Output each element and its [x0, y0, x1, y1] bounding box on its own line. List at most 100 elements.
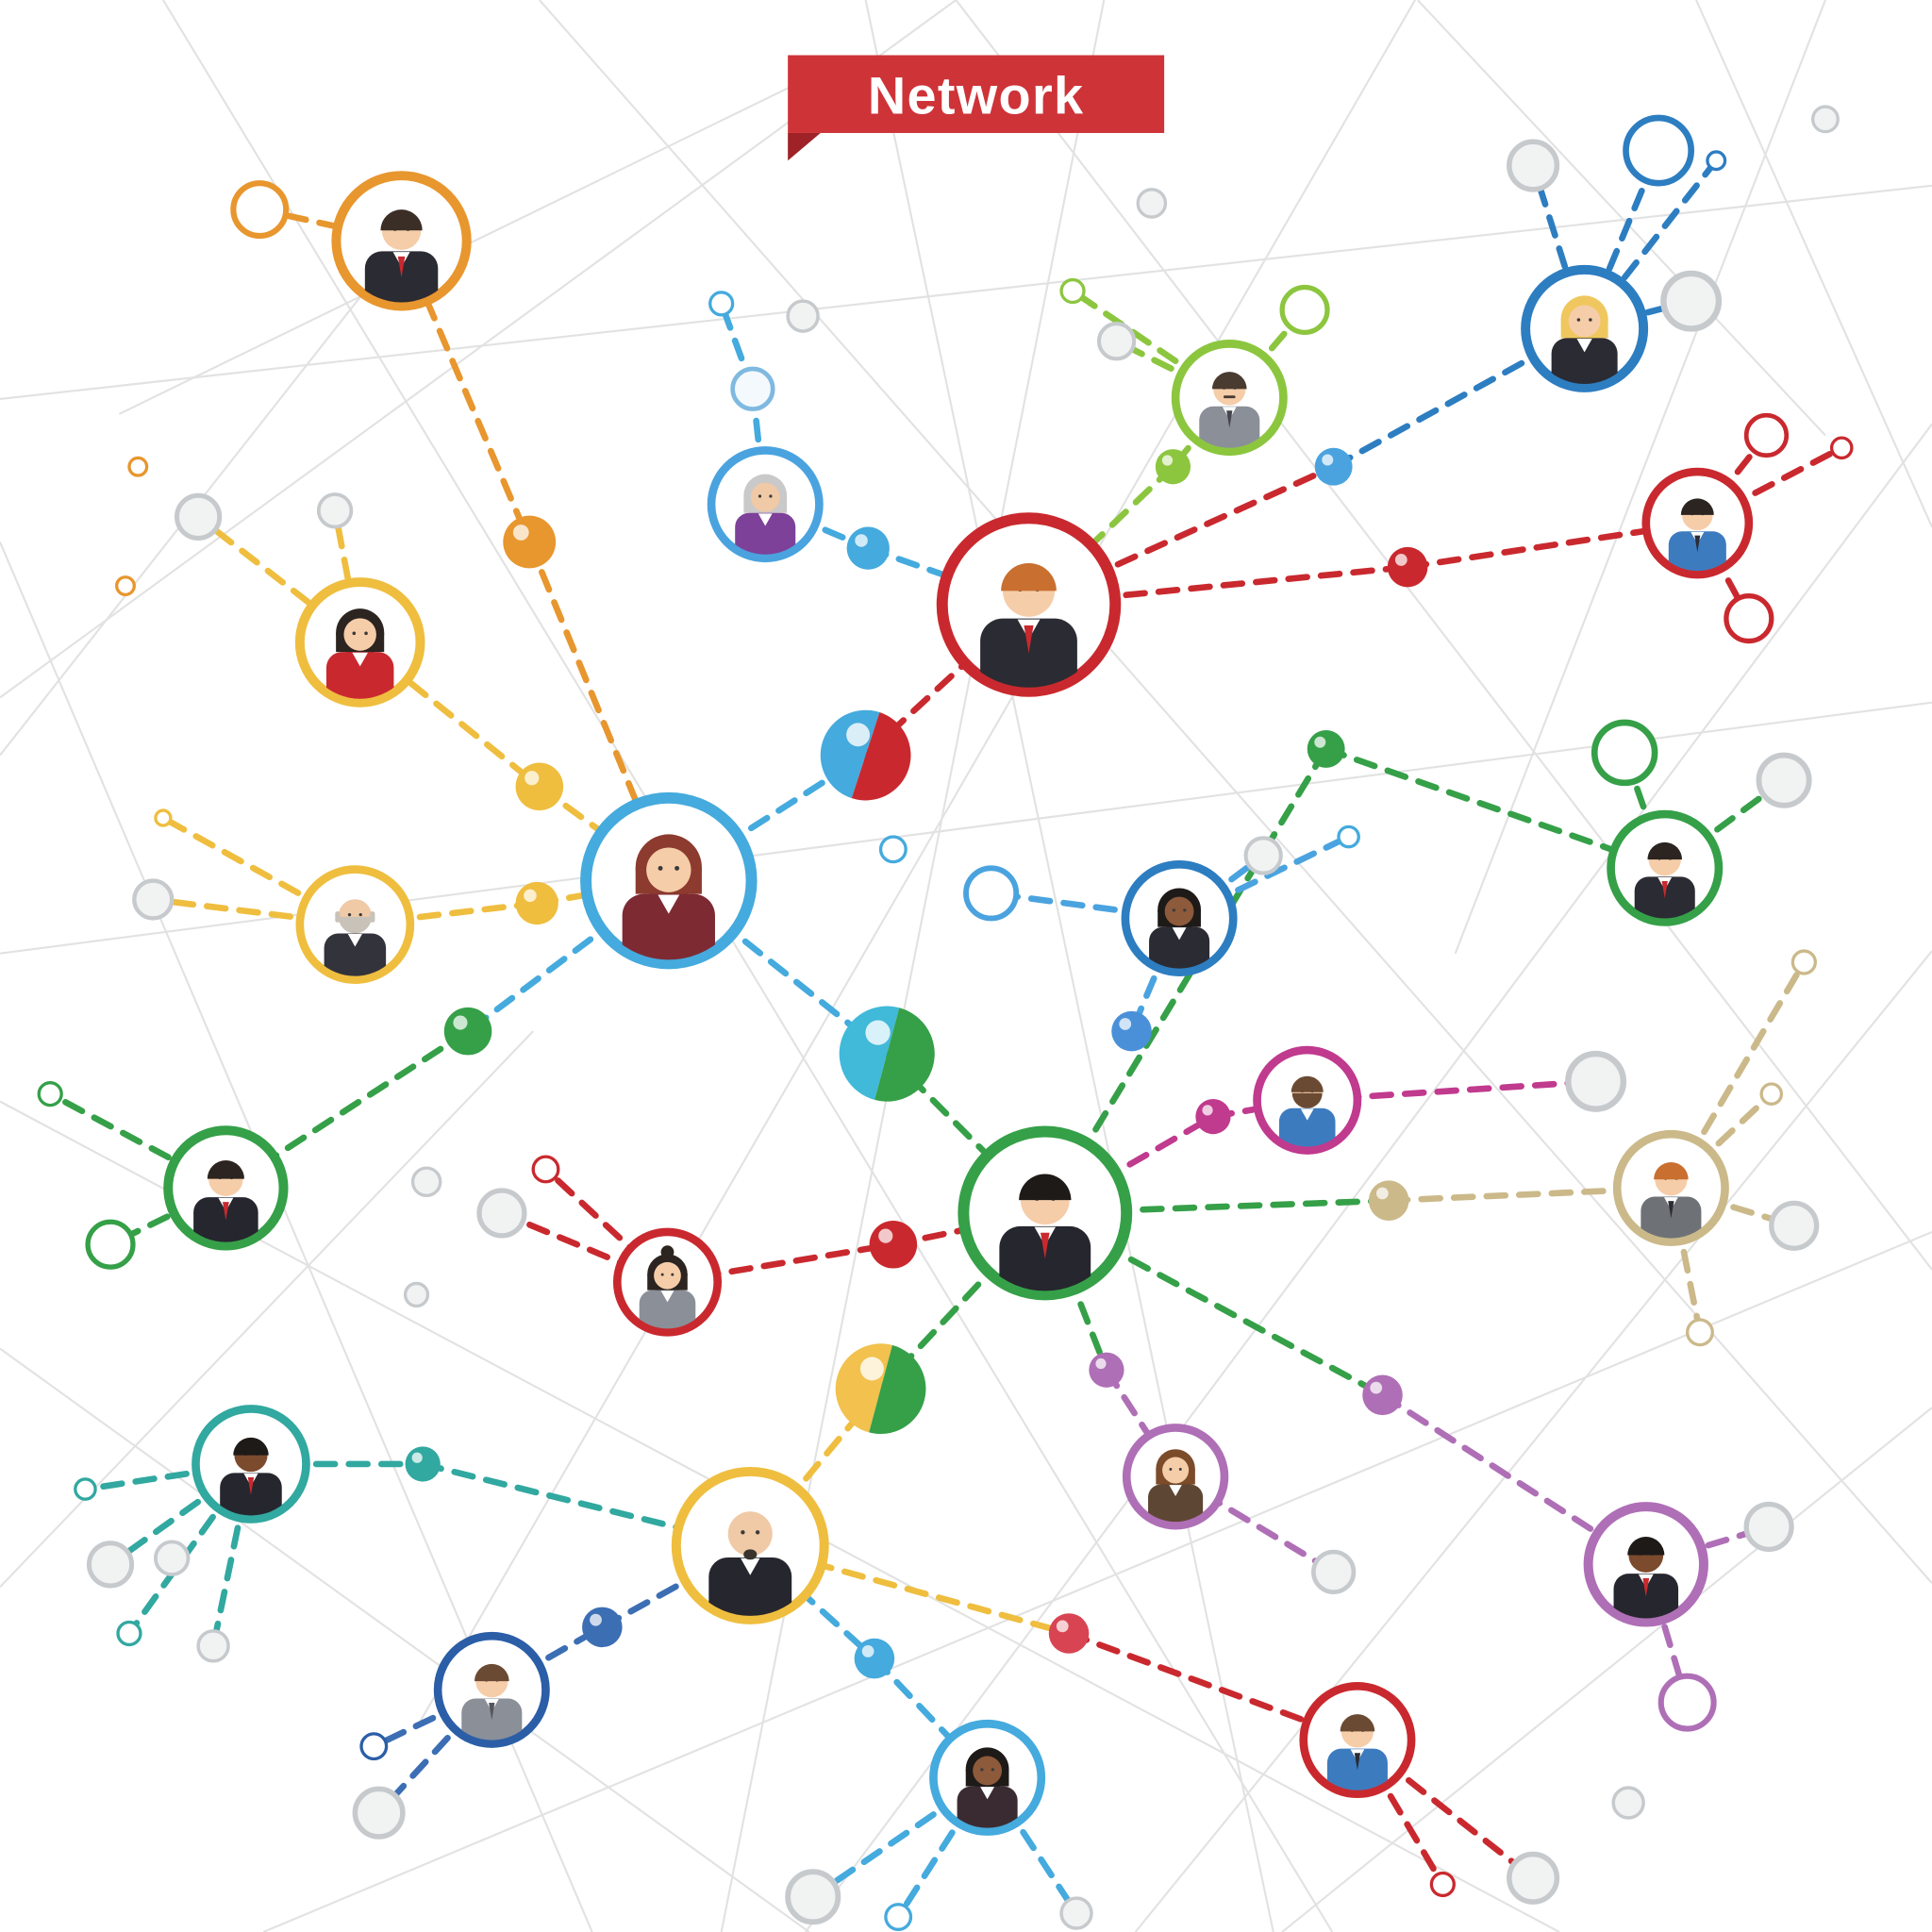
ring-node — [1790, 949, 1817, 975]
connection-edge — [894, 1774, 991, 1921]
ring-node — [786, 299, 820, 333]
avatar-node — [1299, 1682, 1416, 1799]
ring-node — [1059, 1896, 1093, 1930]
ring-node — [154, 808, 173, 827]
node-layer — [37, 105, 1854, 1932]
ring-node — [1311, 1549, 1357, 1594]
ball-node — [443, 1007, 492, 1056]
ring-node — [127, 456, 149, 477]
ball-node — [515, 881, 558, 925]
avatar-node — [671, 1466, 829, 1624]
avatar-businesswoman-blonde-icon — [1551, 295, 1618, 384]
ring-node — [115, 575, 136, 597]
mesh-line — [0, 215, 425, 757]
avatar-businessman-icon — [364, 209, 439, 303]
ring-node — [884, 1903, 913, 1932]
avatar-node — [612, 1227, 723, 1337]
avatar-businessman-icon — [193, 1160, 258, 1242]
ball-node — [582, 1607, 623, 1648]
connection-edge — [107, 1460, 255, 1568]
ring-node — [316, 492, 354, 529]
connection-edge — [1323, 745, 1669, 872]
connection-edge — [256, 206, 405, 244]
avatar-businessman-icon — [1634, 841, 1695, 919]
ball-node — [1307, 729, 1345, 768]
ball-node — [1195, 1098, 1231, 1135]
connection-edge — [331, 507, 363, 646]
mesh-line — [539, 0, 1932, 1584]
ring-node — [878, 835, 908, 864]
connection-edge — [1041, 745, 1329, 1217]
ring-node — [1657, 1673, 1717, 1732]
avatar-node — [707, 446, 824, 563]
avatar-senior-woman-icon — [735, 474, 796, 555]
ring-node — [359, 1732, 389, 1761]
avatar-node — [294, 577, 425, 708]
ring-node — [785, 1869, 841, 1925]
avatar-node — [295, 865, 415, 984]
edge-layer — [46, 147, 1845, 1921]
ball-node — [1089, 1352, 1124, 1388]
avatar-node — [936, 512, 1122, 697]
connection-edge — [1668, 1185, 1704, 1336]
ball-node — [1111, 1010, 1152, 1052]
avatar-node — [1253, 1045, 1362, 1155]
ball-node — [846, 526, 890, 570]
banner-fold — [788, 132, 821, 161]
avatar-node — [1607, 809, 1724, 926]
ring-node — [1059, 277, 1086, 305]
connection-edge — [1642, 1561, 1690, 1706]
ring-node — [1507, 139, 1560, 192]
avatar-node — [433, 1631, 550, 1748]
mesh-line — [419, 0, 1417, 1723]
ring-node — [175, 492, 223, 541]
avatar-node — [192, 1405, 310, 1524]
ball-node — [1368, 1180, 1409, 1221]
ring-node — [1660, 270, 1723, 332]
ball-node — [854, 1638, 895, 1679]
avatar-businessman-icon — [1326, 1714, 1388, 1790]
ring-node — [1724, 593, 1774, 644]
ring-node — [74, 1477, 97, 1501]
ring-node — [708, 291, 735, 317]
avatar-node — [1521, 264, 1649, 392]
connection-edge — [375, 1687, 495, 1816]
ring-node — [410, 1166, 442, 1198]
ring-node — [230, 180, 290, 240]
avatar-businessman-icon — [999, 1174, 1091, 1291]
avatar-businesswoman-icon — [957, 1747, 1018, 1828]
mesh-line — [804, 423, 1932, 1932]
ring-node — [1337, 824, 1360, 849]
ring-node — [1759, 1082, 1784, 1106]
avatar-businessman-beard-icon — [1278, 1075, 1336, 1147]
ring-node — [352, 1786, 406, 1840]
ring-node — [154, 1540, 191, 1576]
ball-node — [1314, 447, 1353, 486]
avatar-node — [1583, 1502, 1708, 1627]
ring-node — [1743, 412, 1790, 458]
connection-edge — [82, 1460, 255, 1492]
connection-edge — [1693, 444, 1845, 526]
ring-node — [1507, 1851, 1560, 1905]
avatar-node — [331, 171, 472, 311]
ball-node — [1155, 449, 1191, 485]
avatar-node — [1171, 340, 1288, 457]
ring-node — [1565, 1050, 1627, 1112]
avatar-businesswoman-icon — [1149, 888, 1210, 969]
mesh-line — [864, 0, 1274, 1932]
mesh-line — [0, 184, 1932, 400]
connection-edge — [984, 1774, 1080, 1917]
avatar-businessman-icon — [1613, 1536, 1679, 1619]
avatar-businesswoman-icon — [1148, 1449, 1204, 1523]
mesh-line — [161, 0, 1334, 1932]
banner-title: Network — [868, 66, 1085, 125]
banner-ribbon — [788, 55, 1165, 133]
connection-edge — [1354, 1737, 1446, 1888]
ring-node — [963, 865, 1020, 922]
ring-node — [116, 1620, 142, 1647]
ring-node — [1279, 284, 1330, 336]
ring-node — [37, 1081, 63, 1108]
mesh-line — [1281, 1407, 1932, 1932]
